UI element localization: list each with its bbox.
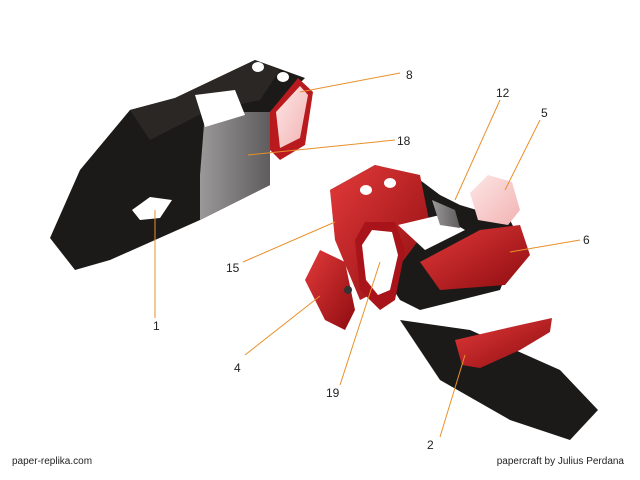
callout-18: 18	[397, 134, 411, 148]
part-6-red-block	[420, 225, 530, 290]
callout-15: 15	[226, 261, 240, 275]
part-lower-body	[305, 165, 598, 440]
eye-left	[252, 62, 264, 72]
callout-5: 5	[541, 106, 548, 120]
black-tail	[400, 320, 598, 440]
part-2-red-band	[455, 318, 552, 368]
white-window	[195, 90, 245, 127]
author-credit: papercraft by Julius Perdana	[496, 456, 624, 467]
leader-lines	[154, 72, 581, 438]
part-upper-body	[50, 60, 313, 270]
part-5-pink-panel	[470, 175, 520, 225]
callout-6: 6	[583, 233, 590, 247]
callout-1: 1	[153, 319, 160, 333]
callout-4: 4	[234, 361, 241, 375]
part-4-hole	[344, 286, 352, 294]
callout-12: 12	[496, 86, 510, 100]
eye-left	[360, 185, 372, 195]
part-1-white-window	[132, 197, 172, 220]
part-12-grey-panel	[432, 200, 460, 228]
eye-right	[384, 178, 396, 188]
eye-right	[277, 72, 289, 82]
callout-8: 8	[406, 68, 413, 82]
callout-2: 2	[427, 438, 434, 452]
callout-19: 19	[326, 386, 340, 400]
part-18-grey-face	[200, 112, 270, 220]
part-4-side-pod	[305, 250, 355, 330]
part-8-window	[276, 86, 308, 148]
site-credit: paper-replika.com	[12, 456, 93, 467]
